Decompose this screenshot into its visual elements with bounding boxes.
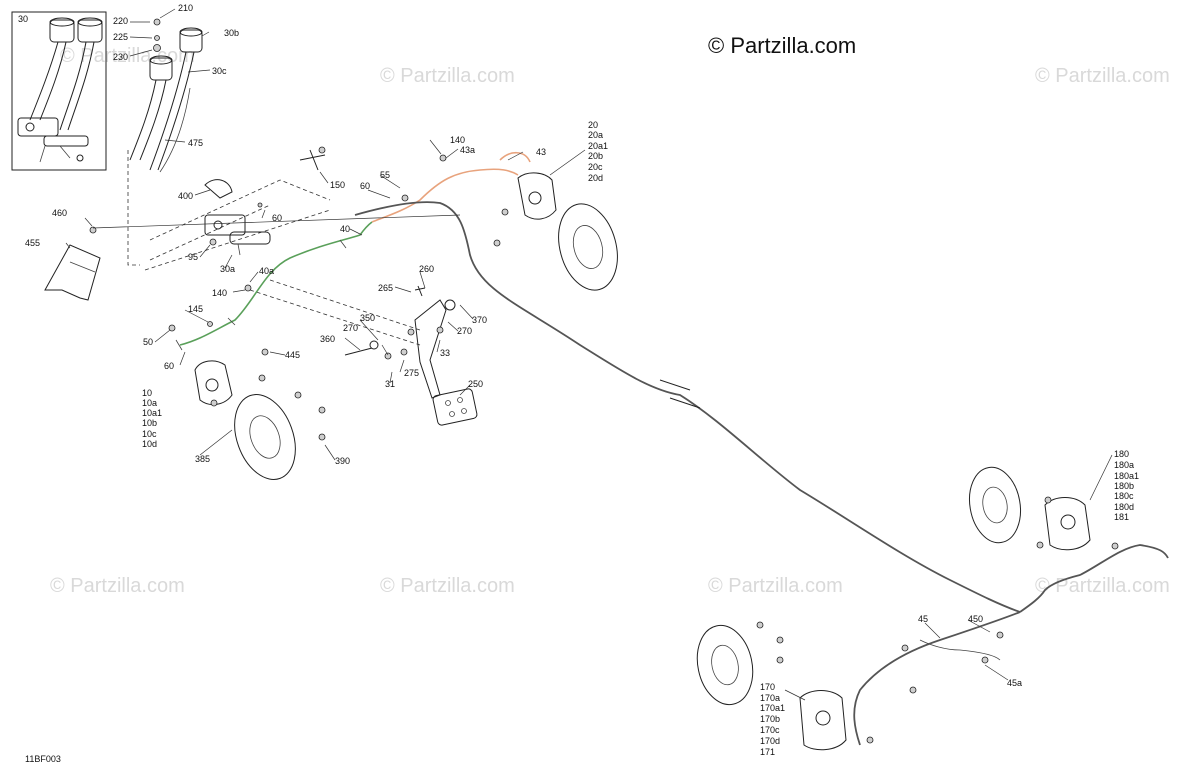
label-43: 43 xyxy=(536,147,546,157)
label-220: 220 xyxy=(113,16,128,26)
label-270-a: 270 xyxy=(457,326,472,336)
watermark-5: © Partzilla.com xyxy=(708,575,843,597)
label-30c: 30c xyxy=(212,66,227,76)
label-170b: 170b xyxy=(760,714,780,724)
label-170: 170 xyxy=(760,682,775,692)
master-cylinder xyxy=(204,146,326,256)
watermark-1: © Partzilla.com xyxy=(380,65,515,87)
label-360: 360 xyxy=(320,334,335,344)
label-10c: 10c xyxy=(142,429,157,439)
label-20c: 20c xyxy=(588,162,603,172)
label-10a1: 10a1 xyxy=(142,408,162,418)
leader-lines xyxy=(65,8,1113,701)
front-right-brake xyxy=(401,154,618,291)
label-181: 181 xyxy=(1114,512,1129,522)
brake-line-main xyxy=(354,201,1021,613)
label-140-b: 140 xyxy=(450,135,465,145)
label-31: 31 xyxy=(385,379,395,389)
label-145: 145 xyxy=(188,304,203,314)
label-45a: 45a xyxy=(1007,678,1022,688)
label-10d: 10d xyxy=(142,439,157,449)
label-20a: 20a xyxy=(588,130,603,140)
watermark-3: © Partzilla.com xyxy=(50,575,185,597)
label-350: 350 xyxy=(360,313,375,323)
bracket-455 xyxy=(44,226,101,301)
assembly-guides xyxy=(144,179,421,346)
label-10b: 10b xyxy=(142,418,157,428)
watermark-2: © Partzilla.com xyxy=(1035,65,1170,87)
label-20b: 20b xyxy=(588,151,603,161)
label-50: 50 xyxy=(143,337,153,347)
label-265: 265 xyxy=(378,283,393,293)
label-475: 475 xyxy=(188,138,203,148)
label-10a: 10a xyxy=(142,398,157,408)
label-170a1: 170a1 xyxy=(760,703,785,713)
label-20d: 20d xyxy=(588,173,603,183)
label-150: 150 xyxy=(330,180,345,190)
label-275: 275 xyxy=(404,368,419,378)
reservoir-inset xyxy=(11,11,107,171)
label-180c: 180c xyxy=(1114,491,1134,501)
part-labels: 30 220 225 230 210 30b 30c 475 400 150 6… xyxy=(18,3,1139,757)
label-450: 450 xyxy=(968,614,983,624)
label-385: 385 xyxy=(195,454,210,464)
label-43a: 43a xyxy=(460,145,475,155)
label-60-b: 60 xyxy=(272,213,282,223)
label-180b: 180b xyxy=(1114,481,1134,491)
label-400: 400 xyxy=(178,191,193,201)
brake-pedal xyxy=(344,285,478,426)
label-180d: 180d xyxy=(1114,502,1134,512)
label-455: 455 xyxy=(25,238,40,248)
label-20: 20 xyxy=(588,120,598,130)
label-33: 33 xyxy=(440,348,450,358)
label-30a: 30a xyxy=(220,264,235,274)
label-180: 180 xyxy=(1114,449,1129,459)
label-60-c: 60 xyxy=(164,361,174,371)
label-250: 250 xyxy=(468,379,483,389)
label-60-a: 60 xyxy=(360,181,370,191)
label-30b: 30b xyxy=(224,28,239,38)
label-445: 445 xyxy=(285,350,300,360)
label-180a1: 180a1 xyxy=(1114,471,1139,481)
reservoir-assembly xyxy=(127,18,203,266)
label-180a: 180a xyxy=(1114,460,1134,470)
watermarks: © Partzilla.com © Partzilla.com © Partzi… xyxy=(50,45,1170,597)
label-45: 45 xyxy=(918,614,928,624)
label-40: 40 xyxy=(340,224,350,234)
watermark-4: © Partzilla.com xyxy=(380,575,515,597)
rear-right-brake xyxy=(969,466,1119,551)
label-370: 370 xyxy=(472,315,487,325)
watermark-7: © Partzilla.com xyxy=(60,45,195,67)
label-171: 171 xyxy=(760,747,775,757)
label-55: 55 xyxy=(380,170,390,180)
brake-hose-43 xyxy=(371,168,519,223)
label-170a: 170a xyxy=(760,693,780,703)
copyright-notice: © Partzilla.com xyxy=(708,33,856,58)
label-230: 230 xyxy=(113,52,128,62)
brake-hose-40 xyxy=(179,221,373,346)
label-170d: 170d xyxy=(760,736,780,746)
label-10: 10 xyxy=(142,388,152,398)
label-20a1: 20a1 xyxy=(588,141,608,151)
label-40a: 40a xyxy=(259,266,274,276)
label-225: 225 xyxy=(113,32,128,42)
label-260: 260 xyxy=(419,264,434,274)
label-390: 390 xyxy=(335,456,350,466)
label-270-b: 270 xyxy=(343,323,358,333)
rear-left-brake xyxy=(696,621,1004,751)
label-95: 95 xyxy=(188,252,198,262)
label-210: 210 xyxy=(178,3,193,13)
label-170c: 170c xyxy=(760,725,780,735)
front-left-brake xyxy=(168,284,326,480)
watermark-6: © Partzilla.com xyxy=(1035,575,1170,597)
label-140-a: 140 xyxy=(212,288,227,298)
label-30: 30 xyxy=(18,14,28,24)
label-460: 460 xyxy=(52,208,67,218)
diagram-code: 11BF003 xyxy=(25,754,61,764)
